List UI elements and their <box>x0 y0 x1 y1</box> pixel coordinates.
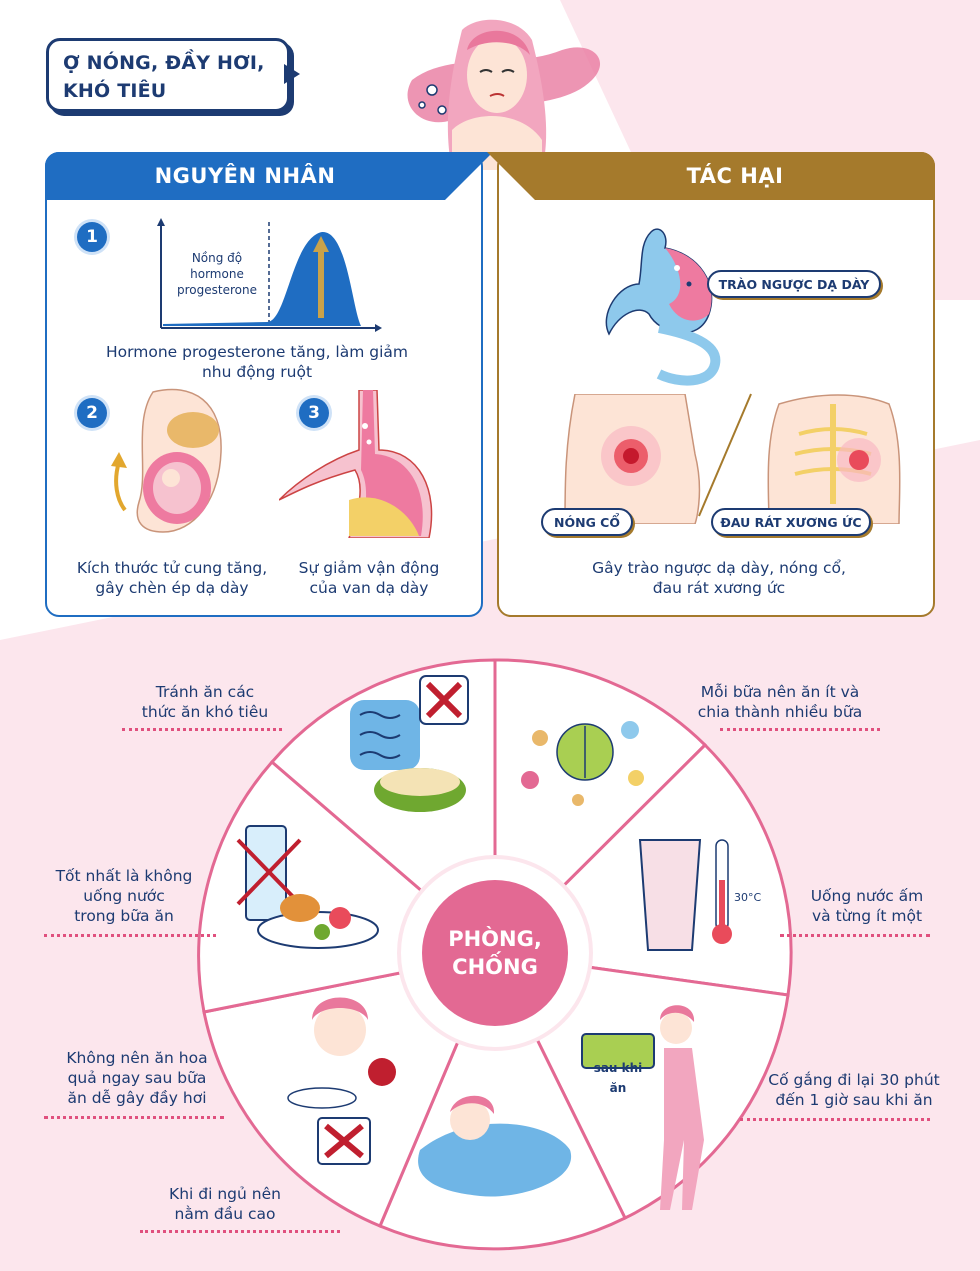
cause-2-caption-1: Kích thước tử cung tăng, <box>76 559 268 577</box>
harms-caption-2: đau rát xương ức <box>652 579 786 597</box>
graph-label-3: progesterone <box>177 283 257 297</box>
sleeping-woman-icon <box>418 1095 572 1197</box>
dots-no-fruit <box>44 1116 224 1119</box>
center-line-2: CHỐNG <box>452 955 538 979</box>
harms-caption-1: Gây trào ngược dạ dày, nóng cổ, <box>592 559 846 577</box>
temperature-label: 30°C <box>734 891 762 904</box>
wheel-segment-walk <box>492 952 790 1220</box>
harms-panel: TÁC HẠI TRÀO NGƯỢC DẠ DÀY NÓNG CỔ ĐAU RÁ… <box>487 152 935 617</box>
harms-heading: TÁC HẠI <box>487 152 935 200</box>
tip-small-meals-2: chia thành nhiều bữa <box>697 703 863 721</box>
intestine-bowl-icon <box>350 675 469 812</box>
dots-no-water <box>44 934 216 937</box>
no-fruit-icon <box>287 997 396 1165</box>
throat-burn-illustration <box>564 394 701 524</box>
tip-no-water-2: uống nước <box>83 887 165 905</box>
cause-number-3: 3 <box>299 398 329 428</box>
causes-heading: NGUYÊN NHÂN <box>45 152 493 200</box>
stomach-valve-illustration <box>279 390 433 538</box>
tip-warm-water-1: Uống nước ấm <box>810 887 924 905</box>
prevention-wheel <box>197 658 793 1251</box>
center-line-1: PHÒNG, <box>448 927 542 951</box>
causes-panel: NGUYÊN NHÂN 1 Nồng độ hormone progestero… <box>45 152 493 617</box>
dots-small-meals <box>720 728 880 731</box>
stomach-reflux-illustration <box>605 228 721 386</box>
walking-woman-icon <box>581 1005 704 1210</box>
tip-walk-2: đến 1 giờ sau khi ăn <box>775 1091 933 1109</box>
tag-throat: NÓNG CỔ <box>541 508 633 536</box>
chest-pain-illustration <box>767 394 901 524</box>
no-water-icon <box>236 825 379 949</box>
cause-1-caption-2: nhu động ruột <box>201 363 313 381</box>
title-bubble: Ợ NÓNG, ĐẦY HƠI, KHÓ TIÊU <box>46 38 290 112</box>
tip-no-fruit-1: Không nên ăn hoa <box>66 1049 208 1067</box>
after-meal-sign: sau khi ăn <box>593 1061 643 1095</box>
tip-avoid-food-2: thức ăn khó tiêu <box>141 703 269 721</box>
thermometer-glass-icon <box>638 839 732 951</box>
tip-avoid-food-1: Tránh ăn các <box>155 683 255 701</box>
dots-warm-water <box>780 934 930 937</box>
title-line-1: Ợ NÓNG, ĐẦY HƠI, <box>63 52 265 74</box>
tag-reflux: TRÀO NGƯỢC DẠ DÀY <box>707 270 881 298</box>
dots-sleep <box>140 1230 340 1233</box>
divider-slash <box>698 393 752 517</box>
tip-no-fruit-3: ăn dễ gây đầy hơi <box>67 1089 207 1107</box>
cause-number-1: 1 <box>77 222 107 252</box>
graph-label-2: hormone <box>190 267 244 281</box>
dots-avoid-food <box>122 728 282 731</box>
prevention-center: PHÒNG, CHỐNG <box>422 880 568 1026</box>
small-meals-icon <box>521 721 644 806</box>
graph-label-1: Nồng độ <box>191 251 243 265</box>
dots-walk <box>740 1118 930 1121</box>
tip-no-water-3: trong bữa ăn <box>74 907 174 925</box>
wheel-segment-no-fruit <box>202 951 498 1228</box>
tag-chest: ĐAU RÁT XƯƠNG ỨC <box>711 508 871 536</box>
tip-no-fruit-2: quả ngay sau bữa <box>67 1069 207 1087</box>
tip-no-water-1: Tốt nhất là không <box>55 867 193 885</box>
title-bubble-tail <box>284 64 300 84</box>
tip-walk-1: Cố gắng đi lại 30 phút <box>768 1071 940 1089</box>
tip-warm-water-2: và từng ít một <box>811 907 923 925</box>
cause-3-caption-2: của van dạ dày <box>309 579 429 597</box>
tip-small-meals-1: Mỗi bữa nên ăn ít và <box>700 683 860 701</box>
tip-sleep-2: nằm đầu cao <box>174 1205 276 1223</box>
cause-1-caption-1: Hormone progesterone tăng, làm giảm <box>106 343 408 361</box>
tip-sleep-1: Khi đi ngủ nên <box>169 1185 281 1203</box>
title-line-2: KHÓ TIÊU <box>63 80 167 102</box>
pregnant-uterus-illustration <box>111 388 222 533</box>
cause-3-caption-1: Sự giảm vận động <box>298 559 440 577</box>
progesterone-graph <box>157 218 382 332</box>
cause-2-caption-2: gây chèn ép dạ dày <box>95 579 249 597</box>
cause-number-2: 2 <box>77 398 107 428</box>
